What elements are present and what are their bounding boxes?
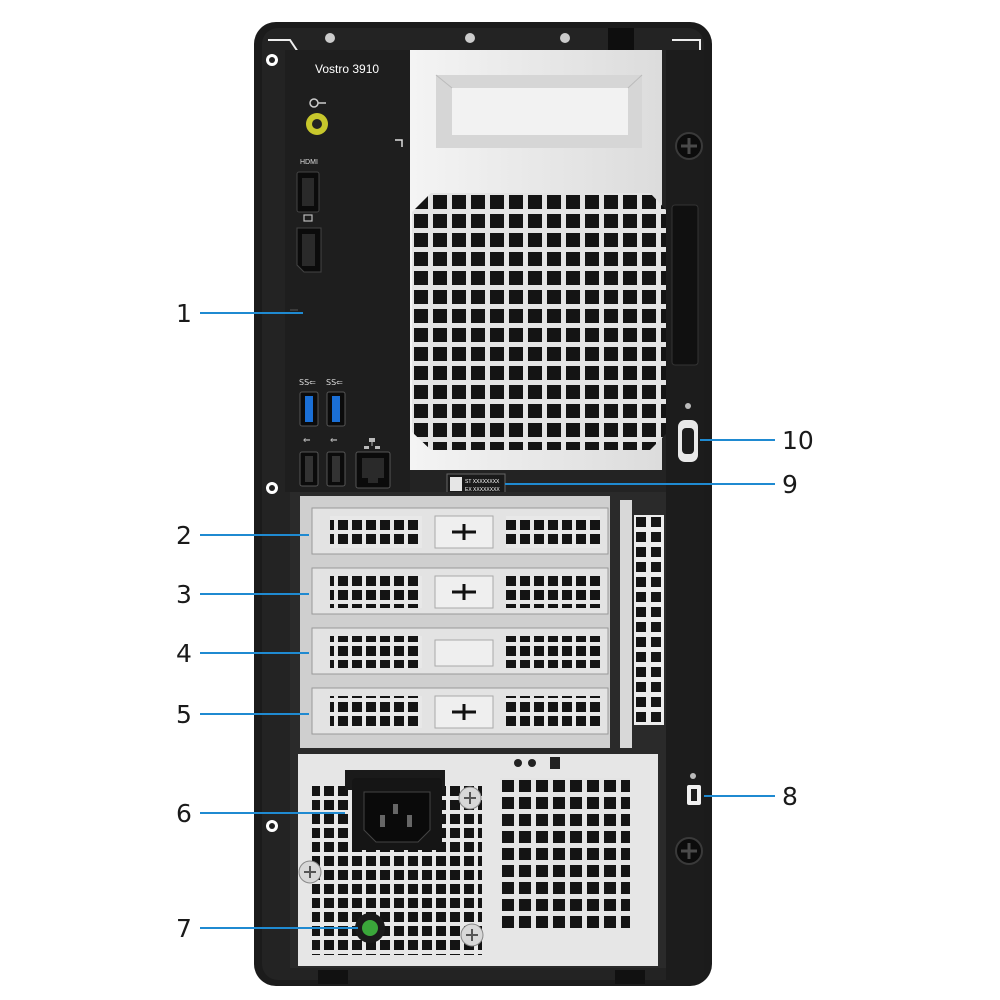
callout-10: 10 xyxy=(782,426,814,455)
hdmi-label: HDMI xyxy=(300,159,318,166)
frame-screws xyxy=(266,33,570,832)
service-tag-line-1: ST XXXXXXXX xyxy=(465,479,500,485)
displayport-port[interactable] xyxy=(296,227,322,273)
usb2-port-right[interactable] xyxy=(326,451,346,487)
slot-cover-2 xyxy=(311,567,609,615)
callout-5: 5 xyxy=(176,700,192,729)
fan-vent-grille xyxy=(412,193,668,450)
ethernet-port[interactable] xyxy=(355,451,391,489)
usb3-port-left[interactable] xyxy=(299,391,319,427)
callout-1: 1 xyxy=(176,299,192,328)
lock-slot-icon xyxy=(690,773,696,779)
callout-9: 9 xyxy=(782,470,798,499)
callout-6: 6 xyxy=(176,799,192,828)
usb3-label-right: SS⇐ xyxy=(326,378,343,387)
padlock-ring[interactable] xyxy=(678,403,698,462)
usb3-port-right[interactable] xyxy=(326,391,346,427)
hdmi-port[interactable] xyxy=(296,171,320,213)
slot-cover-4 xyxy=(311,687,609,735)
callout-4: 4 xyxy=(176,639,192,668)
thumbscrew-bottom xyxy=(675,837,703,865)
audio-jack[interactable] xyxy=(306,113,328,135)
displayport-icon xyxy=(303,214,313,222)
callout-2: 2 xyxy=(176,521,192,550)
service-tag-label xyxy=(446,473,506,495)
model-label: Vostro 3910 xyxy=(315,62,379,76)
usb2-port-left[interactable] xyxy=(299,451,319,487)
headset-icon xyxy=(309,98,326,108)
usb3-label-left: SS⇐ xyxy=(299,378,316,387)
callout-3: 3 xyxy=(176,580,192,609)
slot-cover-1 xyxy=(311,507,609,555)
power-supply-diagnostic-button[interactable] xyxy=(355,913,385,943)
slot-cover-3 xyxy=(311,627,609,675)
psu-screws xyxy=(298,786,484,947)
thumbscrew-top xyxy=(675,132,703,160)
callout-7: 7 xyxy=(176,914,192,943)
callout-8: 8 xyxy=(782,782,798,811)
power-connector[interactable] xyxy=(345,770,445,850)
right-rail xyxy=(666,50,704,980)
network-icon xyxy=(364,438,380,449)
security-cable-slot[interactable] xyxy=(687,785,701,805)
usb2-label-right: ⇐ xyxy=(330,436,338,446)
service-tag-line-2: EX XXXXXXXX xyxy=(465,487,500,493)
callout-lines xyxy=(200,312,775,929)
usb2-label-left: ⇐ xyxy=(303,436,311,446)
handle-cutout xyxy=(435,74,643,148)
